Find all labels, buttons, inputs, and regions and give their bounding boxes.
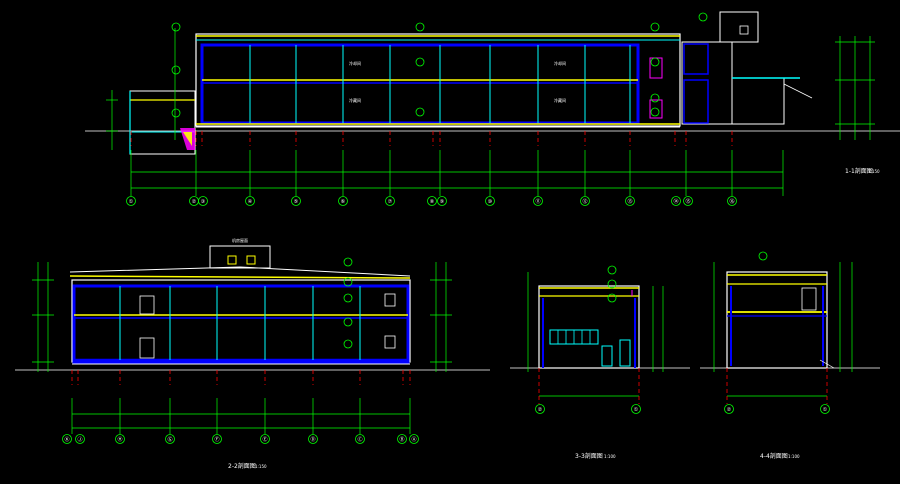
section-3-scale: 1:100 — [604, 454, 616, 459]
grid-label: Ⓑ — [399, 436, 404, 443]
grid-label: Ⓗ — [117, 436, 122, 443]
section-2-scale: 1:150 — [255, 464, 267, 469]
section-3-3: ② ① 3-3剖面图 1:100 — [510, 265, 690, 460]
grid-label: Ⓒ — [357, 436, 362, 443]
section-4-4: ② ① 4-4剖面图 1:100 — [700, 251, 880, 460]
grid-label: Ⓚ — [64, 436, 69, 443]
grid-label: ③ — [201, 199, 205, 205]
grid-label: ⑩ — [488, 199, 493, 205]
grid-label: ⑥ — [341, 199, 346, 205]
grid-label: Ⓐ — [411, 436, 416, 443]
grid-label: ⑪ — [535, 198, 540, 205]
grid-label: Ⓕ — [214, 436, 219, 443]
section-4-title: 4-4剖面图 — [760, 452, 788, 460]
section-1-title: 1-1剖面图 — [845, 167, 873, 175]
grid-label: Ⓙ — [77, 436, 82, 443]
grid-label: ⑨ — [440, 199, 444, 205]
grid-label: ⑧ — [430, 199, 435, 205]
room-label: 冷藏间 — [349, 97, 361, 103]
grid-label: ② — [192, 199, 197, 205]
section-4-scale: 1:100 — [788, 454, 800, 459]
section-2-2: 机房屋面 — [15, 237, 490, 470]
grid-label: ⑬ — [627, 198, 632, 205]
grid-label: Ⓖ — [167, 436, 172, 443]
grid-label: ② — [727, 407, 732, 413]
grid-label: ① — [823, 407, 828, 413]
room-label: 冷藏间 — [554, 97, 566, 103]
section-1-scale: 1:150 — [868, 169, 880, 174]
grid-label: ① — [129, 199, 134, 205]
grid-label: Ⓔ — [262, 436, 267, 443]
grid-label: ⑮ — [685, 198, 690, 205]
section-1-1: 冷却间 冷藏间 冷却间 冷藏间 — [85, 11, 900, 206]
grid-label: ④ — [248, 199, 253, 205]
roof-label: 机房屋面 — [232, 237, 248, 243]
section-3-title: 3-3剖面图 — [575, 452, 603, 460]
grid-label: ⑫ — [582, 198, 587, 205]
grid-label: ① — [634, 407, 639, 413]
grid-label: ⑯ — [729, 198, 734, 205]
grid-label: ② — [538, 407, 543, 413]
grid-label: ⑭ — [673, 198, 678, 205]
grid-label: Ⓓ — [310, 436, 315, 443]
room-label: 冷却间 — [554, 60, 566, 66]
room-label: 冷却间 — [349, 60, 361, 66]
grid-label: ⑦ — [388, 199, 393, 205]
section-2-title: 2-2剖面图 — [228, 462, 256, 470]
grid-label: ⑤ — [294, 199, 298, 205]
